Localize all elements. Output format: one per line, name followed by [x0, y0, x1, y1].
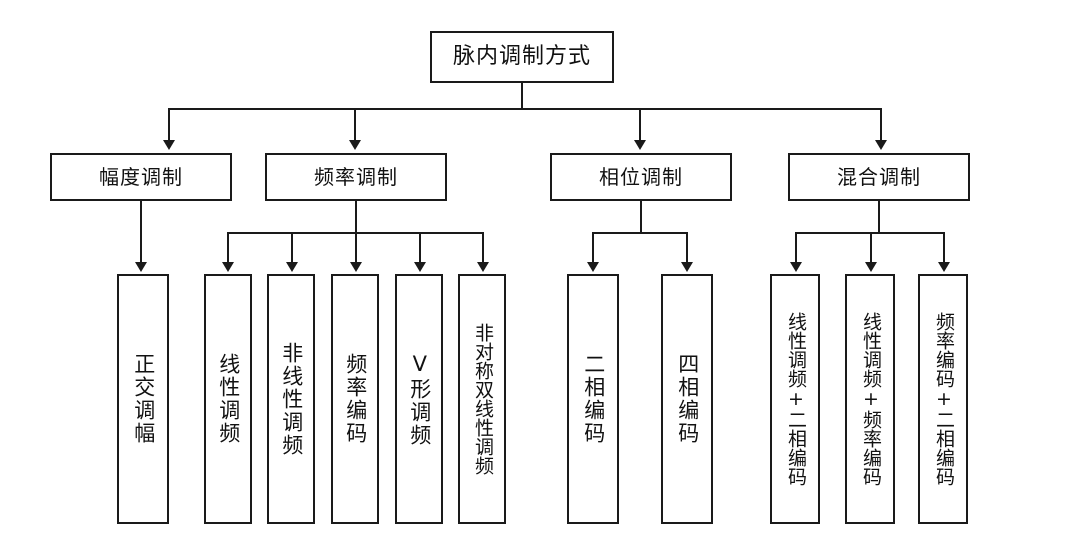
leaf-node-quad-phase-coding[interactable]: 四相编码: [661, 274, 713, 524]
arrow-down-icon-leaf-nlfm: [286, 262, 298, 272]
leaf-node-quadrature-amplitude[interactable]: 正交调幅: [117, 274, 169, 524]
arrow-down-icon-leaf-qam: [135, 262, 147, 272]
leaf-node-label-quadrature-amplitude: 正交调幅: [131, 353, 156, 445]
connector-main-bus: [168, 108, 882, 110]
connector-drop-leaf-asymbilinear: [482, 232, 484, 264]
connector-root-stem: [521, 83, 523, 110]
leaf-node-label-frequency-coding: 频率编码: [343, 353, 368, 445]
arrow-down-icon-leaf-lfm-fsk: [865, 262, 877, 272]
leaf-node-label-quad-phase-coding: 四相编码: [675, 353, 700, 445]
leaf-node-label-asymmetric-bilinear-fm: 非对称双线性调频: [471, 323, 494, 475]
connector-drop-leaf-vfm: [419, 232, 421, 264]
leaf-node-label-lfm-plus-binary-phase: 线性调频+二相编码: [784, 312, 807, 486]
branch-node-label-phase: 相位调制: [599, 165, 683, 189]
root-node-pulse-modulation[interactable]: 脉内调制方式: [430, 31, 614, 83]
connector-drop-frequency: [354, 108, 356, 142]
leaf-node-label-v-shaped-fm: V形调频: [407, 351, 432, 447]
branch-node-frequency-modulation[interactable]: 频率调制: [265, 153, 447, 201]
leaf-node-lfm-plus-frequency-coding[interactable]: 线性调频+频率编码: [845, 274, 895, 524]
connector-stem-amplitude: [140, 201, 142, 263]
arrow-down-icon-hybrid: [875, 140, 887, 150]
leaf-node-v-shaped-fm[interactable]: V形调频: [395, 274, 443, 524]
branch-node-hybrid-modulation[interactable]: 混合调制: [788, 153, 970, 201]
connector-stem-phase: [640, 201, 642, 233]
leaf-node-binary-phase-coding[interactable]: 二相编码: [567, 274, 619, 524]
leaf-node-label-nonlinear-fm: 非线性调频: [279, 341, 304, 457]
arrow-down-icon-leaf-fsk: [350, 262, 362, 272]
leaf-node-linear-fm[interactable]: 线性调频: [204, 274, 252, 524]
arrow-down-icon-leaf-bpsk: [587, 262, 599, 272]
arrow-down-icon-leaf-asymbilinear: [477, 262, 489, 272]
leaf-node-label-frequency-coding-plus-binary-phase: 频率编码+二相编码: [932, 312, 955, 486]
root-node-label: 脉内调制方式: [452, 44, 591, 69]
connector-stem-frequency: [355, 201, 357, 233]
connector-drop-leaf-lfm-bpsk: [795, 232, 797, 264]
leaf-node-asymmetric-bilinear-fm[interactable]: 非对称双线性调频: [458, 274, 506, 524]
connector-stem-hybrid: [878, 201, 880, 233]
branch-node-label-amplitude: 幅度调制: [99, 165, 183, 189]
connector-drop-leaf-lfm-fsk: [870, 232, 872, 264]
arrow-down-icon-phase: [634, 140, 646, 150]
leaf-node-frequency-coding-plus-binary-phase[interactable]: 频率编码+二相编码: [918, 274, 968, 524]
leaf-node-lfm-plus-binary-phase[interactable]: 线性调频+二相编码: [770, 274, 820, 524]
connector-drop-leaf-fsk-bpsk: [943, 232, 945, 264]
leaf-node-label-linear-fm: 线性调频: [216, 353, 241, 445]
leaf-node-label-lfm-plus-frequency-coding: 线性调频+频率编码: [859, 312, 882, 486]
arrow-down-icon-amplitude: [163, 140, 175, 150]
connector-drop-hybrid: [880, 108, 882, 142]
arrow-down-icon-leaf-lfm-bpsk: [790, 262, 802, 272]
connector-drop-leaf-nlfm: [291, 232, 293, 264]
leaf-node-nonlinear-fm[interactable]: 非线性调频: [267, 274, 315, 524]
branch-node-label-hybrid: 混合调制: [837, 165, 921, 189]
arrow-down-icon-leaf-lfm: [222, 262, 234, 272]
connector-drop-phase: [639, 108, 641, 142]
connector-drop-amplitude: [168, 108, 170, 142]
leaf-node-frequency-coding[interactable]: 频率编码: [331, 274, 379, 524]
branch-node-label-frequency: 频率调制: [314, 165, 398, 189]
connector-drop-leaf-lfm: [227, 232, 229, 264]
connector-drop-leaf-qpsk: [686, 232, 688, 264]
connector-drop-leaf-fsk: [355, 232, 357, 264]
connector-drop-leaf-bpsk: [592, 232, 594, 264]
branch-node-amplitude-modulation[interactable]: 幅度调制: [50, 153, 232, 201]
leaf-node-label-binary-phase-coding: 二相编码: [581, 353, 606, 445]
connector-bus-phase: [592, 232, 688, 234]
arrow-down-icon-leaf-vfm: [414, 262, 426, 272]
branch-node-phase-modulation[interactable]: 相位调制: [550, 153, 732, 201]
arrow-down-icon-leaf-fsk-bpsk: [938, 262, 950, 272]
arrow-down-icon-leaf-qpsk: [681, 262, 693, 272]
arrow-down-icon-frequency: [349, 140, 361, 150]
